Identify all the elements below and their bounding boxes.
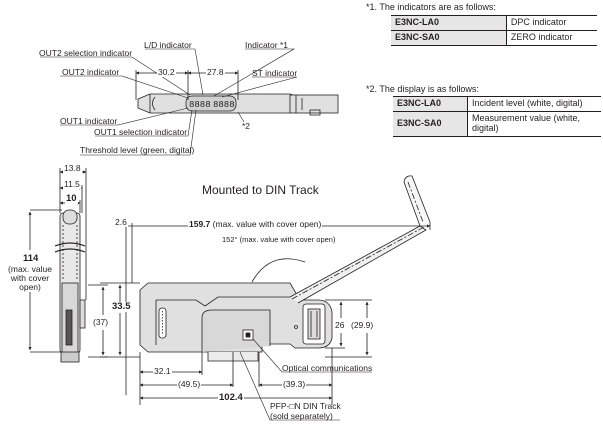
dim-159-7-note: (max. value with cover open): [212, 219, 322, 229]
label-ld-indicator: L/D indicator: [144, 40, 192, 50]
front-view-device: [139, 175, 431, 362]
label-threshold-level: Threshold level (green, digital): [80, 145, 195, 155]
dim-27-8: 27.8: [206, 67, 225, 77]
dim-49-5: (49.5): [177, 379, 202, 389]
dim-26: 26: [334, 320, 346, 330]
dim-159-7: 159.7 (max. value with cover open): [188, 219, 323, 229]
dim-114: 114: [22, 253, 40, 264]
label-indicator-1: Indicator *1: [245, 40, 288, 50]
top-view-device: 8888 8888: [137, 93, 339, 116]
dim-2-6: 2.6: [114, 217, 128, 227]
dim-102-4: 102.4: [218, 392, 244, 403]
dim-114-note: (max. value with cover open): [8, 264, 52, 292]
table-row: E3NC-SA0 ZERO indicator: [391, 29, 597, 46]
dim-30-2: 30.2: [157, 67, 176, 77]
dim-29-9: (29.9): [350, 320, 375, 330]
label-out2-indicator: OUT2 indicator: [62, 67, 120, 77]
dim-37: (37): [92, 317, 110, 327]
model-cell: E3NC-LA0: [393, 96, 468, 112]
model-cell: E3NC-SA0: [391, 29, 507, 46]
dim-angle-152: 152° (max. value with cover open): [222, 235, 336, 244]
display-digits: 8888 8888: [189, 100, 235, 110]
label-note-2-ref: *2: [242, 121, 251, 131]
label-out2-selection-indicator: OUT2 selection indicator: [39, 48, 133, 58]
label-optical-communications: Optical communications: [282, 363, 373, 373]
desc-cell: DPC indicator: [506, 15, 597, 31]
desc-cell: ZERO indicator: [506, 29, 597, 46]
digit-group-right: 8888: [213, 100, 235, 110]
label-out1-indicator: OUT1 indicator: [60, 116, 118, 126]
table-row: E3NC-SA0 Measurement value (white, digit…: [393, 110, 601, 137]
note-2-table: E3NC-LA0 Incident level (white, digital)…: [393, 96, 601, 137]
model-cell: E3NC-SA0: [393, 110, 468, 137]
dim-39-3: (39.3): [282, 379, 307, 389]
dim-13-8: 13.8: [63, 163, 82, 173]
desc-cell: Incident level (white, digital): [467, 96, 601, 112]
top-leader-lines: [40, 48, 298, 156]
dim-33-5: 33.5: [111, 301, 132, 312]
dim-159-7-value: 159.7: [189, 219, 211, 229]
note-1-title: *1. The indicators are as follows:: [366, 2, 496, 12]
table-row: E3NC-LA0 Incident level (white, digital): [393, 96, 601, 112]
label-out1-selection-indicator: OUT1 selection indicator: [94, 127, 188, 137]
model-cell: E3NC-LA0: [391, 15, 507, 31]
dim-11-5: 11.5: [63, 179, 81, 189]
digit-group-left: 8888: [189, 100, 211, 110]
label-din-track: PFP-□N DIN Track: [270, 401, 341, 411]
label-din-track-note: (sold separately): [270, 411, 333, 421]
side-view-device: [54, 209, 86, 363]
desc-cell: Measurement value (white, digital): [467, 110, 601, 137]
note-1-table: E3NC-LA0 DPC indicator E3NC-SA0 ZERO ind…: [391, 15, 597, 46]
note-2-title: *2. The display is as follows:: [366, 84, 479, 94]
label-st-indicator: ST indicator: [252, 68, 298, 78]
dim-32-1: 32.1: [153, 366, 172, 376]
dim-10: 10: [65, 193, 78, 204]
table-row: E3NC-LA0 DPC indicator: [391, 15, 597, 31]
front-view-title: Mounted to DIN Track: [202, 183, 319, 197]
